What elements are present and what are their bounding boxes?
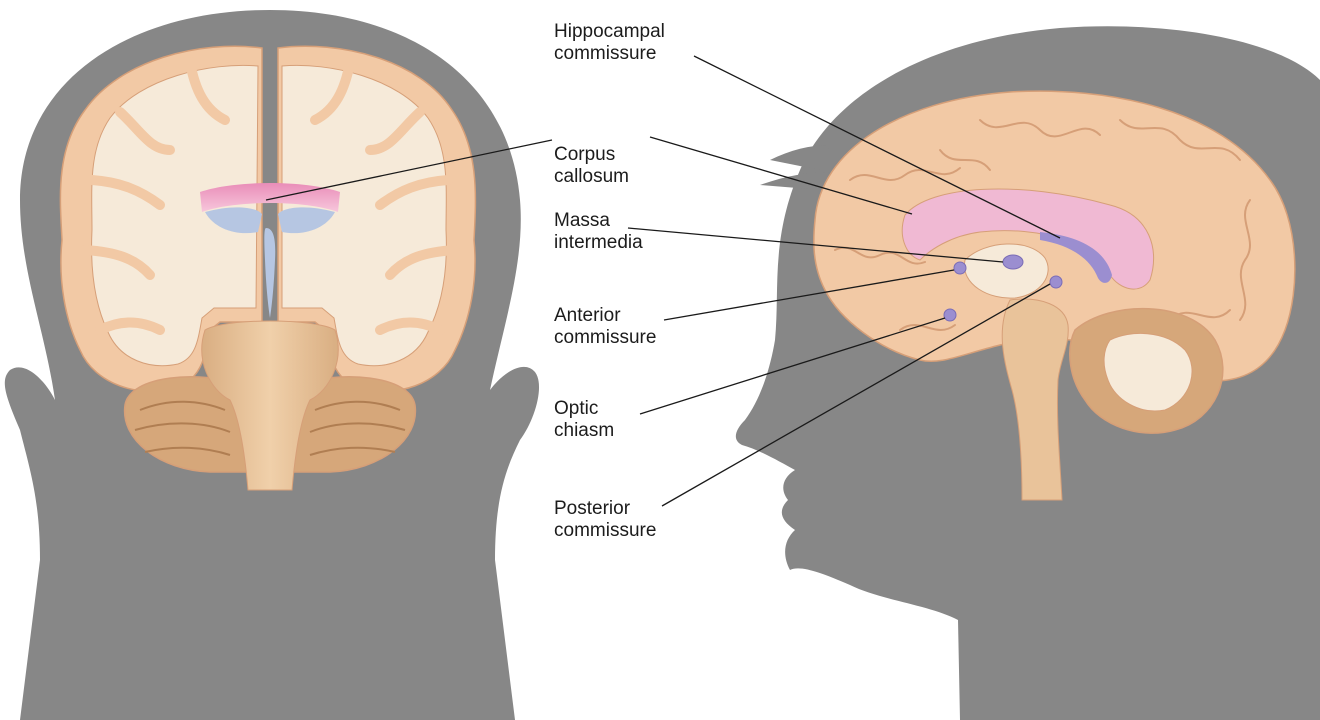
sagittal-view	[736, 26, 1320, 720]
label-corpus-callosum: Corpus callosum	[554, 144, 629, 188]
label-anterior-commissure: Anterior commissure	[554, 305, 656, 349]
label-optic-chiasm: Optic chiasm	[554, 398, 614, 442]
hair-tuft	[760, 145, 830, 190]
optic-chiasm	[944, 309, 956, 321]
label-hippocampal-commissure: Hippocampal commissure	[554, 21, 665, 65]
label-posterior-commissure: Posterior commissure	[554, 498, 656, 542]
anterior-commissure	[954, 262, 966, 274]
posterior-commissure	[1050, 276, 1062, 288]
coronal-view	[5, 10, 539, 720]
label-massa-intermedia: Massa intermedia	[554, 210, 643, 254]
massa-intermedia	[1003, 255, 1023, 269]
